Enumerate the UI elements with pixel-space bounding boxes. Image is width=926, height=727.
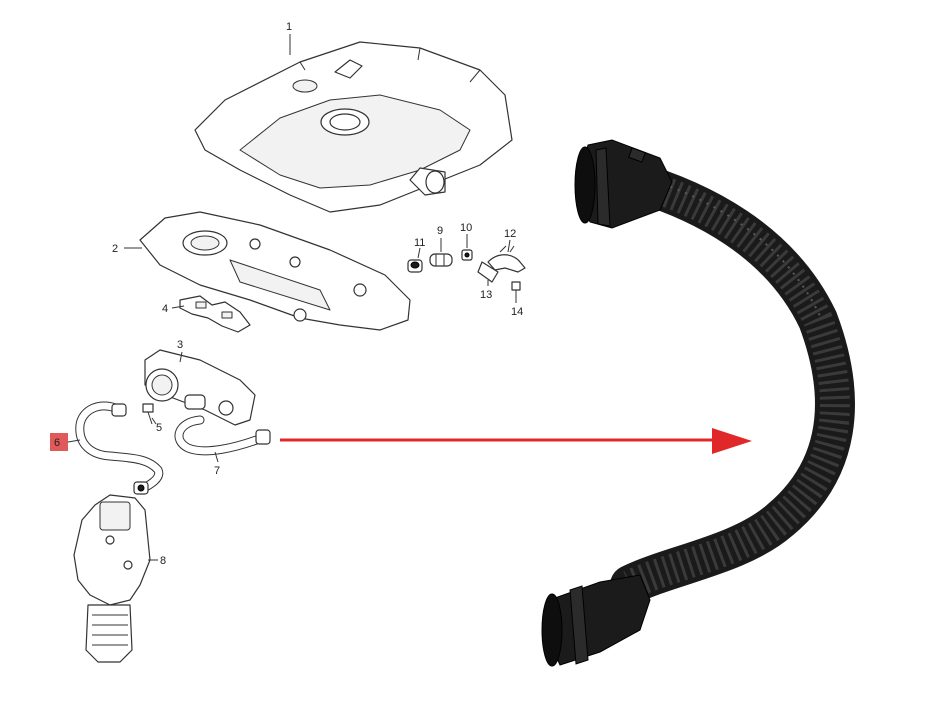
leader-line-11 xyxy=(417,247,421,259)
valve-cover-part xyxy=(139,211,411,331)
callout-9: 9 xyxy=(437,225,443,237)
callout-1: 1 xyxy=(286,21,292,33)
callout-7: 7 xyxy=(214,465,220,477)
callout-13: 13 xyxy=(480,289,492,301)
callout-2: 2 xyxy=(112,243,118,255)
callout-3: 3 xyxy=(177,339,183,351)
callout-12: 12 xyxy=(504,228,516,240)
leader-line-5 xyxy=(151,417,157,425)
engine-cover-part xyxy=(194,41,513,213)
fitting-parts-group xyxy=(407,245,526,298)
callout-4: 4 xyxy=(162,303,168,315)
pointer-arrow xyxy=(280,428,752,454)
leader-line-6 xyxy=(67,439,81,443)
callout-10: 10 xyxy=(460,222,472,234)
callout-8: 8 xyxy=(160,555,166,567)
breather-hose-product-photo xyxy=(541,139,855,667)
breather-housing-part xyxy=(144,349,256,426)
callout-5: 5 xyxy=(156,422,162,434)
leader-line-4 xyxy=(171,305,185,309)
highlight-box-6 xyxy=(50,433,68,451)
leader-line-3 xyxy=(179,351,183,363)
hose-part-7 xyxy=(174,415,271,456)
breather-hose-part-6 xyxy=(75,401,164,495)
callout-6: 6 xyxy=(54,437,60,449)
callout-11: 11 xyxy=(414,237,425,249)
bolt-part xyxy=(142,403,154,425)
leader-line-7 xyxy=(214,451,219,463)
oil-filter-housing-part xyxy=(73,494,151,663)
leader-line-12 xyxy=(507,239,511,253)
gasket-part xyxy=(179,295,251,333)
callout-14: 14 xyxy=(511,306,523,318)
